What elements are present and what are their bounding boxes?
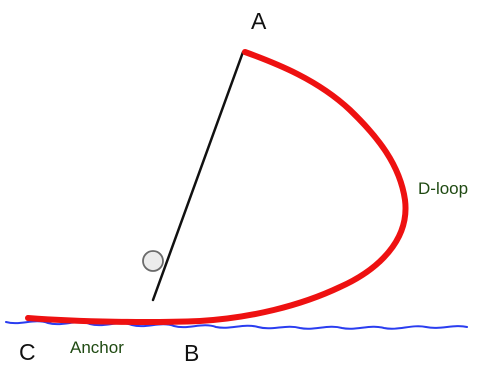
label-anchor: Anchor [70, 338, 124, 357]
label-b: B [184, 340, 199, 366]
label-a: A [251, 8, 267, 34]
label-c: C [19, 339, 36, 365]
label-d-loop: D-loop [418, 179, 468, 198]
reel-circle [142, 250, 164, 272]
d-loop-line [25, 49, 409, 325]
fly-rod-line [151, 50, 245, 302]
